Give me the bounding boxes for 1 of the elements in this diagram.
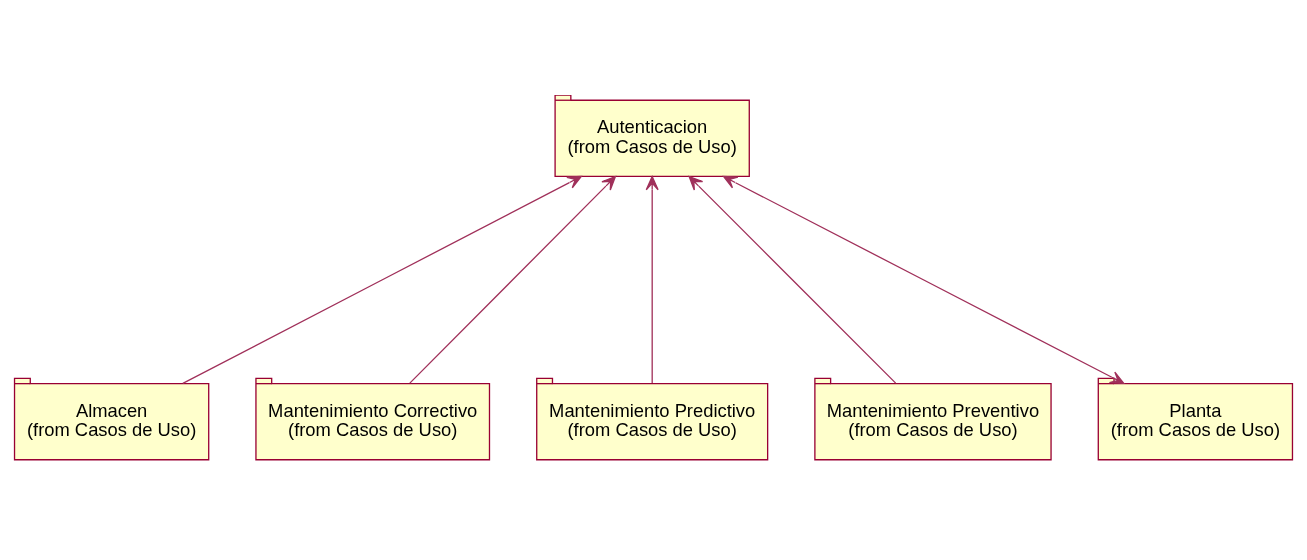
arrow [645, 175, 659, 384]
